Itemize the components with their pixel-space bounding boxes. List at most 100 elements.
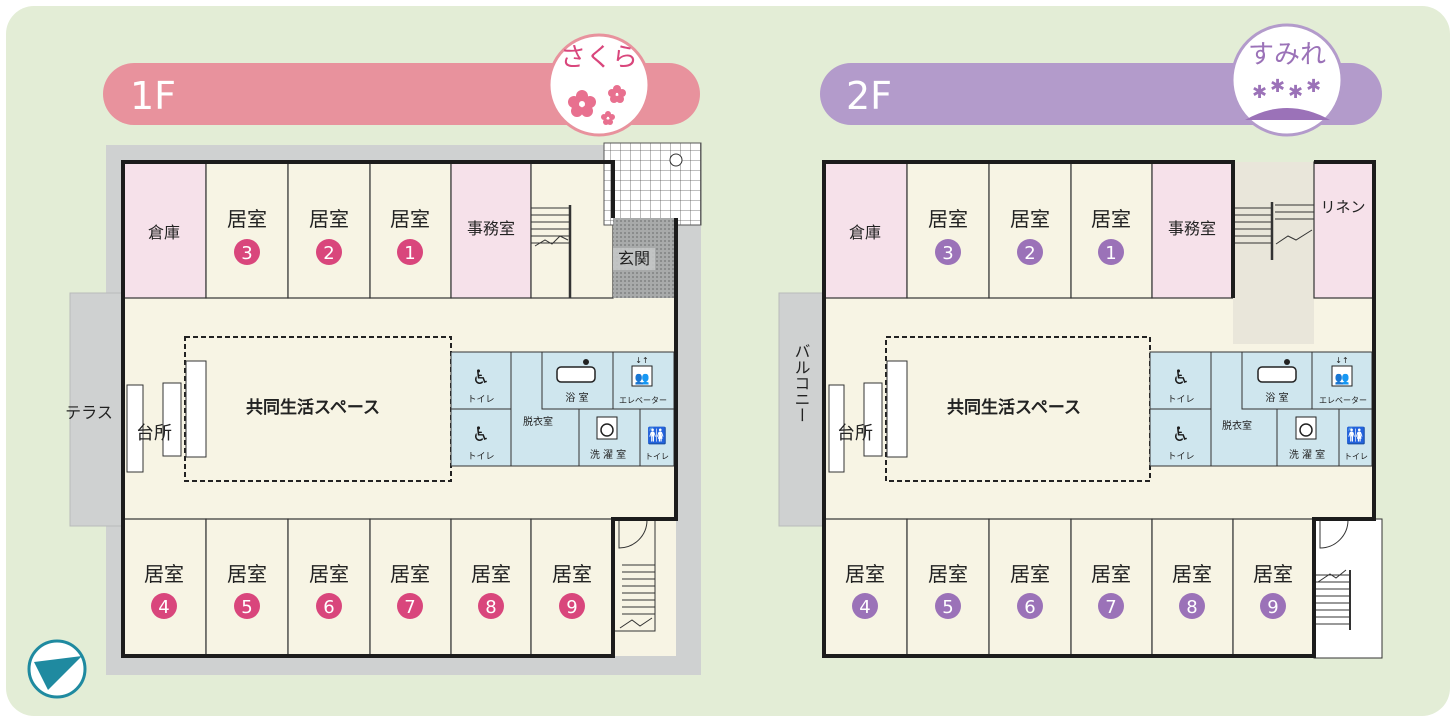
room-label: 居室 — [390, 562, 430, 586]
room-label: 居室 — [309, 562, 349, 586]
svg-text:✱: ✱ — [1288, 82, 1303, 103]
wheelchair-icon: ♿ — [472, 365, 490, 389]
room-6: 居室 6 — [988, 518, 1072, 657]
room-7: 居室 7 — [369, 518, 452, 657]
dressing-label: 脱衣室 — [1222, 419, 1252, 432]
svg-text:👥: 👥 — [635, 371, 650, 385]
terrace-label: テラス — [65, 403, 113, 422]
floor-1-badge: さくら — [547, 33, 651, 137]
room-label: 居室 — [227, 562, 267, 586]
room-3: 居室 3 — [205, 161, 289, 299]
room-number: 5 — [942, 597, 953, 618]
room-number: 1 — [404, 243, 415, 264]
elevator-label: エレベーター — [619, 396, 667, 405]
room-6: 居室 6 — [287, 518, 371, 657]
balcony-label: バルコニー — [792, 343, 811, 423]
room-label: 居室 — [144, 562, 184, 586]
svg-text:✱: ✱ — [1270, 76, 1285, 97]
floor-1-walls — [121, 160, 678, 658]
stairs-bottom — [1313, 518, 1383, 659]
room-number: 5 — [241, 597, 252, 618]
svg-text:↓↑: ↓↑ — [1335, 356, 1348, 365]
kitchen: 台所 — [126, 360, 207, 473]
elevator-icon: 👥 ↓↑ — [631, 356, 653, 387]
office-label: 事務室 — [467, 219, 515, 238]
toilet-label: トイレ — [645, 452, 669, 461]
room-number-badge — [1017, 239, 1043, 265]
toilet-label: トイレ — [1167, 452, 1194, 462]
room-number-badge — [397, 593, 423, 619]
floor-2-label: 2F — [846, 74, 892, 118]
room-number: 3 — [942, 243, 953, 264]
wheelchair-icon: ♿ — [1172, 422, 1190, 446]
room-2: 居室 2 — [287, 161, 371, 299]
room-number: 1 — [1105, 243, 1116, 264]
room-label: 居室 — [1010, 562, 1050, 586]
room-label: 居室 — [227, 207, 267, 231]
room-number-badge — [559, 593, 585, 619]
room-number-badge — [397, 239, 423, 265]
room-label: 居室 — [1172, 562, 1212, 586]
room-8: 居室 8 — [450, 518, 532, 657]
elevator-icon: 👥 ↓↑ — [1331, 356, 1353, 387]
room-number-badge — [316, 593, 342, 619]
kitchen-label: 台所 — [136, 423, 172, 444]
room-number: 4 — [158, 597, 169, 618]
room-label: 居室 — [552, 562, 592, 586]
sakura-flower-icon — [568, 85, 626, 125]
stairs-bottom — [612, 518, 656, 632]
room-number: 8 — [1186, 597, 1197, 618]
svg-text:↓↑: ↓↑ — [635, 356, 648, 365]
toilet-label: トイレ — [1167, 395, 1194, 405]
room-number-badge — [852, 593, 878, 619]
room-number-badge — [1098, 239, 1124, 265]
wheelchair-icon: ♿ — [472, 422, 490, 446]
storage-room — [122, 161, 207, 299]
room-3: 居室 3 — [906, 161, 990, 299]
room-9: 居室 9 — [1232, 518, 1315, 657]
kitchen: 台所 — [828, 360, 908, 473]
room-number: 7 — [1105, 597, 1116, 618]
bathtub-icon — [1257, 359, 1297, 383]
bathtub-icon — [556, 359, 596, 383]
washing-machine-icon — [596, 416, 618, 440]
room-label: 居室 — [309, 207, 349, 231]
room-number-badge — [478, 593, 504, 619]
wet-area: ♿ トイレ ♿ トイレ 浴 室 👥 ↓↑ エレベーター 脱衣室 洗 濯 室 🚻 — [450, 351, 675, 467]
room-1: 居室 1 — [1070, 161, 1153, 299]
common-space-label: 共同生活スペース — [947, 397, 1081, 418]
toilet-label: トイレ — [467, 395, 494, 405]
bath-label: 浴 室 — [565, 391, 588, 404]
room-number-badge — [151, 593, 177, 619]
floor-2-plan: 2F すみれ ✱ ✱ ✱ ✱ バルコニー 倉庫 居室 3 居室 — [778, 23, 1383, 659]
floor-1-badge-text: さくら — [560, 43, 638, 73]
room-number-badge — [935, 239, 961, 265]
common-space-label: 共同生活スペース — [246, 397, 380, 418]
linen-label: リネン — [1320, 198, 1365, 216]
office-room — [1151, 161, 1234, 299]
room-1: 居室 1 — [369, 161, 452, 299]
svg-text:✱: ✱ — [1306, 76, 1321, 97]
room-label: 居室 — [928, 562, 968, 586]
room-8: 居室 8 — [1151, 518, 1234, 657]
room-number: 4 — [859, 597, 870, 618]
room-4: 居室 4 — [823, 518, 908, 657]
room-number: 2 — [323, 243, 334, 264]
svg-text:👥: 👥 — [1335, 371, 1350, 385]
drain-icon — [669, 153, 683, 167]
room-number-badge — [1260, 593, 1286, 619]
room-number-badge — [935, 593, 961, 619]
room-label: 居室 — [845, 562, 885, 586]
storage-label: 倉庫 — [849, 223, 881, 242]
room-label: 居室 — [928, 207, 968, 231]
entrance-label: 玄関 — [618, 249, 650, 268]
outdoor-deck — [603, 142, 702, 226]
office-label: 事務室 — [1168, 219, 1216, 238]
elevator-label: エレベーター — [1319, 396, 1367, 405]
room-number: 9 — [1267, 597, 1278, 618]
room-number: 2 — [1024, 243, 1035, 264]
room-label: 居室 — [1091, 562, 1131, 586]
room-number: 8 — [485, 597, 496, 618]
room-label: 居室 — [1091, 207, 1131, 231]
violet-flower-icon: ✱ ✱ ✱ ✱ — [1245, 76, 1330, 120]
